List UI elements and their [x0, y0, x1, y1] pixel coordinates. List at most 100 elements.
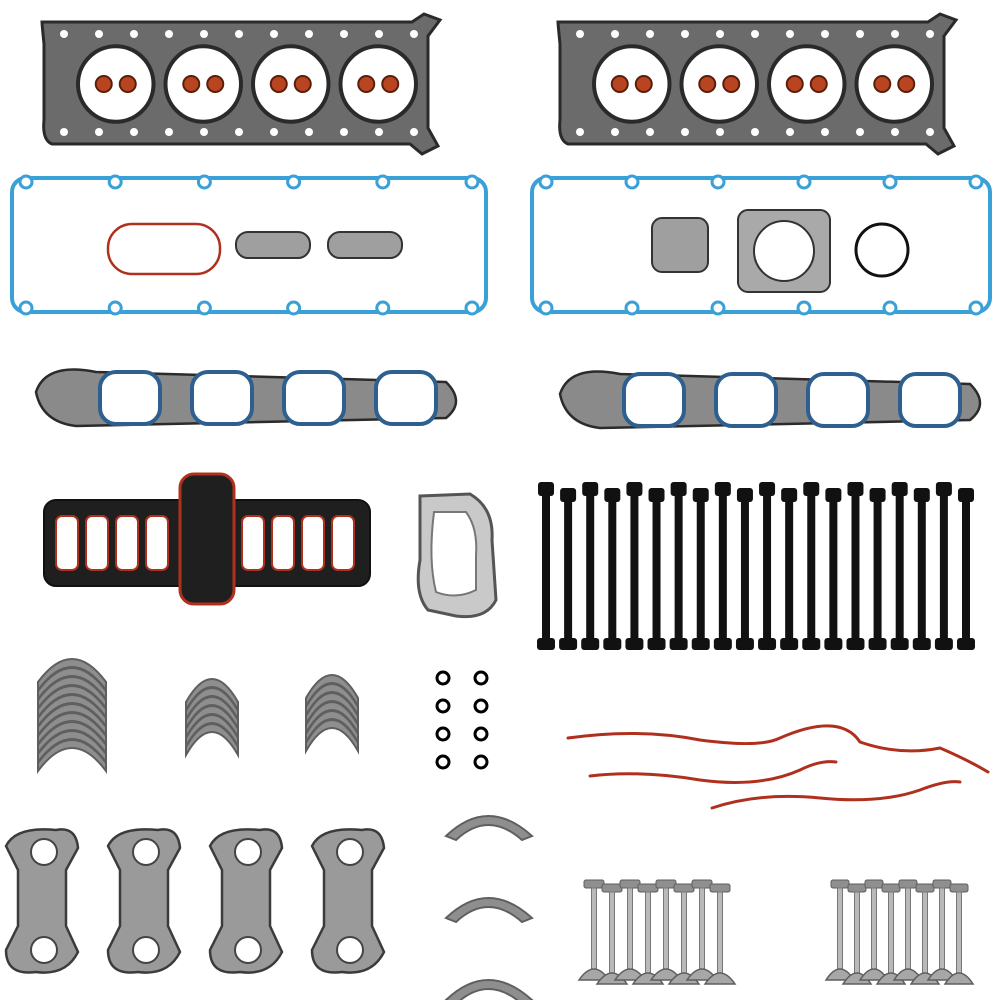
- intake-port: [714, 372, 778, 428]
- bolt-shank: [807, 496, 816, 638]
- bolt-head: [759, 482, 776, 496]
- cylinder-bore: [592, 44, 672, 124]
- runner-port: [271, 515, 295, 571]
- gasket-opening: [430, 511, 478, 597]
- exhaust-gasket: [4, 828, 80, 974]
- valve-cover-seal: [10, 176, 488, 314]
- valve-stem: [905, 887, 911, 981]
- intake-port: [374, 370, 438, 426]
- upper-intake-plenum-gasket: [43, 472, 371, 606]
- bolt-hole: [375, 30, 383, 38]
- grommet: [538, 174, 554, 190]
- bolt-hole: [611, 30, 619, 38]
- bolt-head: [935, 482, 952, 496]
- grommet: [968, 300, 984, 316]
- thrust-washers: [444, 815, 534, 1000]
- grommet: [538, 300, 554, 316]
- bolt-head: [560, 488, 577, 502]
- bolt-hole: [60, 30, 68, 38]
- bolt-hole: [410, 128, 418, 136]
- bearing-shell: [37, 739, 107, 775]
- valve-stem-seal: [182, 75, 201, 93]
- bearing-shell: [305, 719, 359, 755]
- o-ring: [435, 726, 451, 742]
- valve-tip: [619, 879, 641, 889]
- grommet: [882, 300, 898, 316]
- grommet: [107, 174, 123, 190]
- grommet: [18, 300, 34, 316]
- grommet: [796, 300, 812, 316]
- o-ring: [473, 754, 489, 770]
- bolt-flange: [669, 638, 688, 650]
- grommet: [464, 300, 480, 316]
- valve-tip: [655, 879, 677, 889]
- bolt-hole: [576, 128, 584, 136]
- bolt-hole: [611, 128, 619, 136]
- bolt-hole: [60, 128, 68, 136]
- o-ring: [435, 754, 451, 770]
- valve-tip: [637, 883, 659, 893]
- valve-stem-seal: [785, 75, 804, 93]
- valve-tip: [915, 883, 935, 893]
- cylinder-bore: [679, 44, 759, 124]
- bolt-flange: [846, 638, 865, 650]
- bolt-head: [958, 488, 974, 502]
- bolt-hole: [95, 128, 103, 136]
- runner-port: [301, 515, 325, 571]
- valve-stem-seal: [634, 75, 653, 93]
- bolt-shank: [586, 496, 595, 638]
- bearing-shell: [185, 723, 239, 759]
- bolt-shank: [962, 502, 970, 638]
- intake-port: [98, 370, 162, 426]
- o-rings-set: [435, 670, 489, 770]
- bolt-hole: [200, 30, 208, 38]
- valve-cover-seal: [530, 176, 992, 314]
- grommet: [968, 174, 984, 190]
- small-gasket: [327, 231, 403, 259]
- exhaust-gasket: [310, 828, 386, 974]
- bolt-hole: [235, 30, 243, 38]
- o-ring: [473, 726, 489, 742]
- cylinder-bore: [163, 44, 243, 124]
- bolt-head: [604, 488, 621, 502]
- engine-valves-set: [577, 879, 975, 985]
- bolt-flange: [603, 638, 622, 650]
- valve-stem-seal: [206, 75, 225, 93]
- valve-stem: [681, 891, 687, 985]
- valve-stem-seal: [381, 75, 400, 93]
- valve-tip: [898, 879, 918, 889]
- grommet: [375, 174, 391, 190]
- bolt-shank: [674, 496, 683, 638]
- valve-tip: [691, 879, 713, 889]
- bolt-flange: [824, 638, 843, 650]
- throttle-bore: [753, 220, 815, 282]
- valve-stem: [837, 887, 843, 981]
- valve-tip: [673, 883, 695, 893]
- bolt-hole: [926, 30, 934, 38]
- engine-bearings-set: [37, 658, 359, 775]
- bolt-head: [913, 488, 930, 502]
- intake-port: [190, 370, 254, 426]
- head-gasket-right: [556, 12, 959, 156]
- grommet: [624, 174, 640, 190]
- bolt-flange: [912, 638, 931, 650]
- bolt-shank: [630, 496, 639, 638]
- exhaust-port: [336, 936, 364, 964]
- valve-tip: [583, 879, 605, 889]
- bolt-hole: [165, 30, 173, 38]
- valve-stem: [609, 891, 615, 985]
- valve-stem: [939, 887, 945, 981]
- exhaust-port: [234, 838, 262, 866]
- bolt-flange: [758, 638, 777, 650]
- seal-strip: [566, 724, 990, 774]
- bolt-shank: [939, 496, 948, 638]
- bolt-flange: [890, 638, 909, 650]
- bolt-hole: [681, 30, 689, 38]
- head-gasket-left: [40, 12, 443, 156]
- bolt-shank: [564, 502, 573, 638]
- bolt-hole: [340, 30, 348, 38]
- bolt-hole: [130, 30, 138, 38]
- valve-tip: [932, 879, 952, 889]
- bolt-hole: [375, 128, 383, 136]
